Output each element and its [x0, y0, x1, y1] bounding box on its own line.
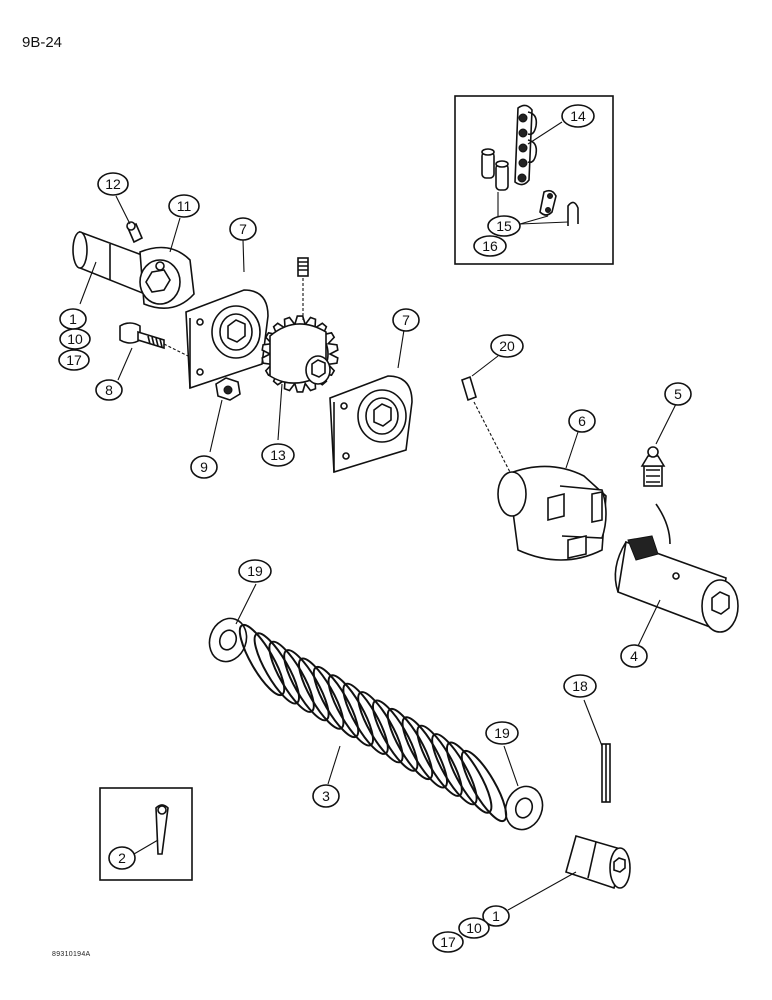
callout-label: 4	[630, 648, 638, 664]
callout-17-lower: 17	[432, 931, 464, 953]
callout-label: 6	[578, 413, 586, 429]
callout-label: 14	[570, 108, 586, 124]
callout-20: 20	[490, 334, 524, 358]
hex-nut	[215, 377, 241, 401]
callout-14: 14	[561, 104, 595, 128]
callout-5: 5	[664, 382, 692, 406]
callout-label: 9	[200, 459, 208, 475]
callout-group: 1 10 17 8 12 11 7 7	[58, 104, 692, 953]
washer-lower	[504, 785, 544, 831]
spring-coil	[283, 649, 330, 722]
callout-label: 12	[105, 176, 121, 192]
callout-8: 8	[95, 379, 123, 401]
lock-collar	[139, 246, 195, 310]
spring-coil	[372, 699, 419, 772]
callout-7-left: 7	[229, 217, 257, 241]
spring-coil	[268, 640, 315, 713]
compression-spring	[238, 623, 508, 823]
grease-fitting-right	[640, 446, 666, 487]
callout-label: 17	[66, 352, 82, 368]
callout-label: 10	[466, 920, 482, 936]
callout-label: 17	[440, 934, 456, 950]
connecting-link-pins	[481, 148, 509, 191]
roller-chain	[514, 104, 538, 186]
callout-1-upper: 1	[59, 308, 87, 330]
callout-label: 10	[67, 331, 83, 347]
callout-label: 3	[322, 788, 330, 804]
sprocket	[261, 315, 339, 393]
spring-coil	[460, 749, 508, 823]
spring-coil	[312, 665, 360, 739]
callout-15: 15	[487, 215, 521, 237]
spring-coil	[342, 682, 389, 755]
callout-label: 11	[177, 198, 192, 214]
set-screw	[297, 257, 309, 277]
callout-label: 5	[674, 386, 682, 402]
spring-coil	[298, 657, 345, 730]
callout-9: 9	[190, 455, 218, 479]
clutch-jaw	[497, 465, 607, 561]
spring-coil	[401, 716, 448, 789]
callout-18: 18	[563, 674, 597, 698]
spring-clip	[567, 201, 579, 226]
spring-coil	[253, 632, 300, 705]
spring-coil	[416, 724, 463, 797]
callout-label: 15	[496, 218, 512, 234]
callout-7-right: 7	[392, 308, 420, 332]
callout-label: 7	[239, 221, 247, 237]
lower-shaft	[565, 835, 631, 890]
callout-label: 7	[402, 312, 410, 328]
callout-label: 1	[492, 908, 500, 924]
callout-17-upper: 17	[58, 349, 90, 371]
spring-coil	[386, 707, 434, 781]
callout-label: 16	[482, 238, 498, 254]
washer-upper	[208, 617, 248, 663]
clutch-hub	[614, 503, 739, 633]
roll-pin	[601, 743, 611, 803]
callout-label: 20	[499, 338, 515, 354]
spring-coil	[327, 674, 374, 747]
cotter-pin-inset	[99, 787, 193, 881]
grease-fitting-upper	[126, 221, 144, 244]
link-side-plate	[539, 189, 557, 216]
spring-coil	[357, 691, 404, 764]
upper-shaft	[72, 230, 151, 298]
callout-12: 12	[97, 172, 129, 196]
callout-label: 19	[247, 563, 263, 579]
page-number: 9B-24	[22, 34, 63, 51]
roll-pin-small	[461, 375, 477, 402]
callout-6: 6	[568, 409, 596, 433]
callout-4: 4	[620, 644, 648, 668]
callout-1-lower: 1	[482, 905, 510, 927]
callout-11: 11	[168, 194, 200, 218]
callout-16: 16	[473, 235, 507, 257]
callout-19-lower: 19	[485, 721, 519, 745]
callout-19-upper: 19	[238, 559, 272, 583]
callout-label: 18	[572, 678, 588, 694]
callout-label: 1	[69, 311, 77, 327]
spring-coil	[431, 733, 478, 806]
figure-code: 89310194A	[52, 951, 91, 958]
callout-label: 8	[105, 382, 113, 398]
callout-13: 13	[261, 443, 295, 467]
callout-10-lower: 10	[458, 917, 490, 939]
callout-label: 2	[118, 850, 126, 866]
carriage-bolt	[119, 322, 165, 350]
callout-10-upper: 10	[59, 328, 91, 350]
spring-coil	[446, 741, 493, 814]
callout-2: 2	[108, 846, 136, 870]
callout-label: 13	[270, 447, 286, 463]
callout-3: 3	[312, 784, 340, 808]
chain-inset	[454, 95, 614, 265]
flange-bearing-right	[329, 375, 413, 474]
leader-lines	[79, 195, 677, 911]
callout-label: 19	[494, 725, 510, 741]
flange-bearing-left	[185, 289, 269, 390]
